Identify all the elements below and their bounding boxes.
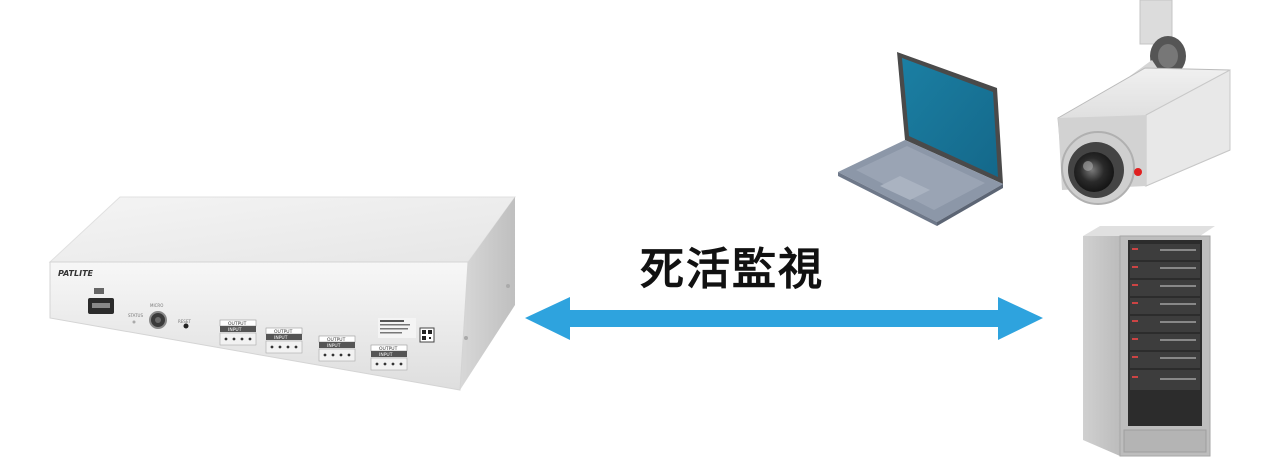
output-label: OUTPUT (327, 337, 346, 343)
server-unit (1130, 334, 1200, 350)
camera-lens-icon (1074, 152, 1114, 192)
patlite-device-icon: PATLITE STATUS MICRO RESET OUTPUT INPUT … (48, 196, 516, 391)
spec-label-icon (378, 318, 416, 338)
terminal-group: OUTPUT INPUT (219, 319, 257, 346)
input-label: INPUT (327, 343, 341, 349)
server-unit (1130, 370, 1200, 390)
server-unit (1130, 316, 1200, 332)
input-label: INPUT (379, 352, 393, 358)
terminal-group: OUTPUT INPUT (265, 327, 303, 354)
output-label: OUTPUT (228, 321, 247, 327)
connection-label: 死活監視 (640, 244, 824, 295)
micro-port-label: MICRO (150, 303, 163, 308)
terminal-group: OUTPUT INPUT (370, 344, 408, 371)
server-unit (1130, 298, 1200, 314)
status-port-label: STATUS (128, 313, 143, 318)
output-label: OUTPUT (274, 329, 293, 335)
reset-port-label: RESET (178, 319, 191, 324)
server-rack-icon (1083, 226, 1215, 457)
camera-led-icon (1134, 168, 1142, 176)
bidirectional-arrow-icon (525, 297, 1043, 340)
device-brand-label: PATLITE (58, 269, 94, 278)
qr-code-icon (419, 327, 435, 343)
server-unit (1130, 244, 1200, 260)
server-unit (1130, 280, 1200, 296)
server-unit (1130, 352, 1200, 368)
security-camera-icon (1057, 0, 1231, 205)
input-label: INPUT (274, 335, 288, 341)
laptop-icon (838, 52, 1003, 226)
terminal-group: OUTPUT INPUT (318, 335, 356, 362)
input-label: INPUT (228, 327, 242, 333)
output-label: OUTPUT (379, 346, 398, 352)
server-unit (1130, 262, 1200, 278)
